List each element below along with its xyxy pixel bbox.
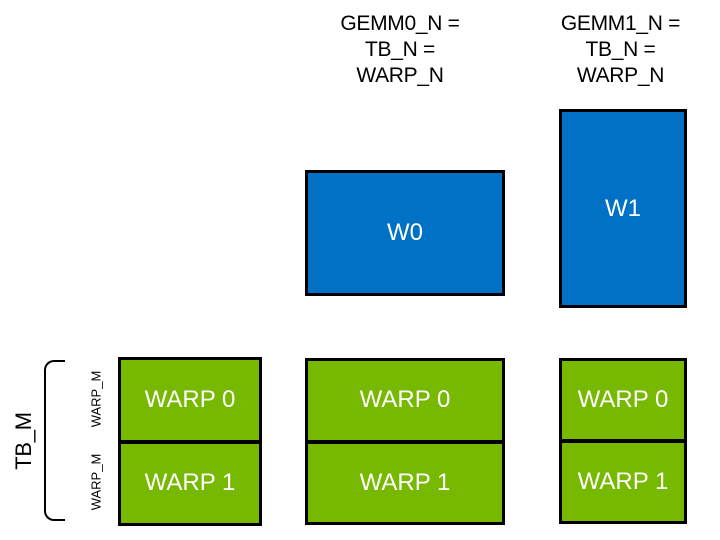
tb-m-label: TB_M: [11, 412, 36, 470]
warp-group-right: WARP 0 WARP 1: [559, 358, 687, 524]
warp-group-left-row-0: WARP 0: [121, 360, 259, 444]
gemm1-line-2: TB_N =: [585, 38, 656, 61]
warp0-label: WARP 0: [144, 385, 236, 413]
warp1-label: WARP 1: [577, 468, 669, 495]
warp1-label: WARP 1: [359, 468, 451, 496]
gemm1-line-3: WARP_N: [576, 64, 665, 87]
warp-group-middle-row-0: WARP 0: [308, 361, 502, 444]
gemm0-line-3: WARP_N: [356, 64, 444, 87]
warp-tile-w0-label: W0: [387, 219, 423, 246]
warp1-label: WARP 1: [144, 469, 236, 497]
warp-group-middle: WARP 0 WARP 1: [305, 358, 505, 525]
warp-tile-w0: W0: [305, 170, 505, 296]
warp-group-middle-row-1: WARP 1: [308, 443, 502, 522]
gemm0-line-2: TB_N =: [365, 38, 435, 61]
gemm1-line-1: GEMM1_N =: [560, 12, 681, 35]
warp-group-left-row-1: WARP 1: [121, 443, 259, 523]
gemm0-equation-label: GEMM0_N = TB_N = WARP_N: [300, 11, 500, 89]
warp-tile-w1-label: W1: [605, 194, 641, 222]
gemm1-equation-label: GEMM1_N = TB_N = WARP_N: [553, 11, 688, 89]
warp-group-left: WARP 0 WARP 1: [118, 357, 262, 526]
tb-m-bracket: [44, 360, 65, 521]
warp-m-label-row1: WARP_M: [88, 453, 104, 511]
warp0-label: WARP 0: [577, 386, 669, 413]
warp-group-right-row-1: WARP 1: [562, 443, 684, 521]
gemm0-line-1: GEMM0_N =: [340, 12, 460, 35]
warp-group-right-row-0: WARP 0: [562, 361, 684, 443]
warp-m-label-row0: WARP_M: [88, 370, 104, 428]
warp-tile-w1: W1: [559, 109, 687, 308]
warp0-label: WARP 0: [359, 386, 451, 414]
